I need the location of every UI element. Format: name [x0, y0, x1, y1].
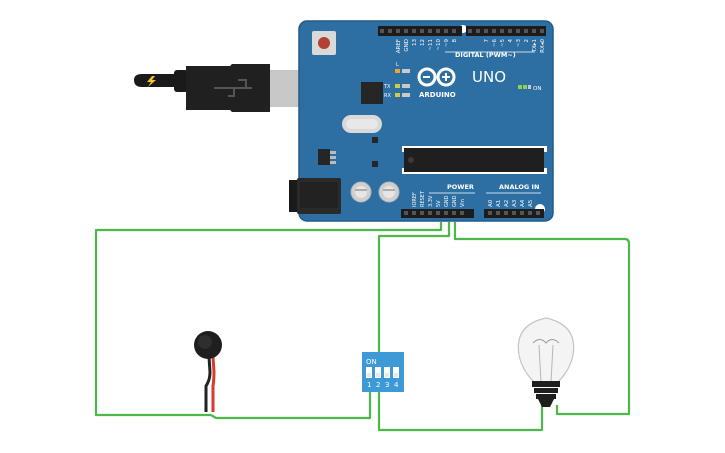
digital-pin-label: 4 — [508, 39, 514, 43]
usb-cable[interactable] — [134, 64, 304, 112]
dip-switch-lever[interactable] — [384, 367, 390, 378]
digital-pin-label: TX▸1 — [532, 39, 538, 53]
led-tx-label: TX — [383, 84, 391, 90]
capacitor — [378, 181, 400, 203]
digital-pin-label: 7 — [484, 39, 490, 43]
digital-pin-label: ~3 — [516, 39, 522, 48]
dip-switch-number: 3 — [385, 381, 389, 389]
microcontroller-chip — [402, 146, 547, 174]
power-pin-label: IOREF — [412, 192, 418, 207]
digital-pin-label: 8 — [452, 39, 458, 43]
dc-power-jack[interactable] — [289, 178, 341, 214]
dip-switch-number: 1 — [367, 381, 371, 389]
analog-label: ANALOG IN — [499, 183, 539, 191]
digital-label: DIGITAL (PWM~) — [455, 51, 516, 59]
light-bulb[interactable] — [517, 317, 575, 407]
led-l-label: L — [396, 62, 399, 68]
analog-pin-label: A3 — [512, 199, 518, 207]
voltage-regulator — [318, 149, 330, 165]
digital-pin-label: ~9 — [444, 39, 450, 48]
analog-pin-label: A0 — [488, 199, 494, 207]
digital-pin-label: 2 — [524, 39, 530, 43]
power-pin-label: Vin — [460, 199, 466, 207]
wire-gnd-to-switch[interactable] — [377, 222, 544, 432]
power-label: POWER — [447, 183, 474, 191]
capacitor — [350, 181, 372, 203]
analog-pin-label: A2 — [504, 200, 510, 207]
digital-pin-label: 13 — [412, 39, 418, 46]
digital-pin-label: AREF — [396, 39, 402, 53]
dip-switch-lever[interactable] — [366, 367, 372, 378]
power-pin-label: 3.3V — [428, 195, 434, 207]
usb-chip — [361, 82, 383, 104]
digital-pin-label: GND — [404, 39, 410, 52]
digital-pin-label: ~10 — [436, 39, 442, 51]
digital-pin-label: ~11 — [428, 39, 434, 51]
analog-pin-label: A5 — [528, 199, 534, 207]
dip-on-label: ON — [366, 358, 377, 366]
analog-header[interactable] — [484, 209, 544, 218]
dip-switch-lever[interactable] — [393, 367, 399, 378]
power-pin-label: 5V — [436, 200, 442, 207]
arduino-infinity-logo — [417, 67, 456, 87]
led-tx — [395, 84, 400, 88]
board-model: UNO — [472, 68, 506, 86]
led-l — [395, 69, 400, 73]
digital-pin-label: RX◂0 — [540, 39, 546, 53]
arduino-brand: ARDUINO — [419, 91, 456, 99]
vibration-motor[interactable] — [194, 331, 222, 412]
analog-pin-label: A1 — [496, 200, 502, 207]
power-pin-label: GND — [452, 195, 458, 207]
power-pin-label: GND — [444, 195, 450, 207]
reset-button[interactable] — [312, 31, 336, 55]
digital-pin-label: ~5 — [500, 39, 506, 48]
dip-switch-number: 4 — [394, 381, 399, 389]
led-on-label: ON — [533, 86, 541, 92]
wires — [94, 222, 631, 432]
dip-switch-number: 2 — [376, 381, 380, 389]
analog-pin-label: A4 — [520, 199, 526, 207]
digital-pin-label: 12 — [420, 39, 426, 46]
wire-5v-to-switch[interactable] — [94, 222, 443, 420]
led-rx — [395, 93, 400, 97]
led-rx-label: RX — [384, 93, 391, 99]
dip-switch-lever[interactable] — [375, 367, 381, 378]
wire-gnd-to-bulb[interactable] — [453, 222, 631, 416]
power-pin-label: RESET — [420, 190, 426, 207]
digital-pin-label: ~6 — [492, 39, 498, 48]
digital-header[interactable] — [378, 26, 546, 36]
led-on — [518, 85, 522, 89]
power-header[interactable] — [401, 209, 474, 218]
usb-icon — [214, 79, 252, 97]
lightning-icon — [147, 76, 156, 87]
